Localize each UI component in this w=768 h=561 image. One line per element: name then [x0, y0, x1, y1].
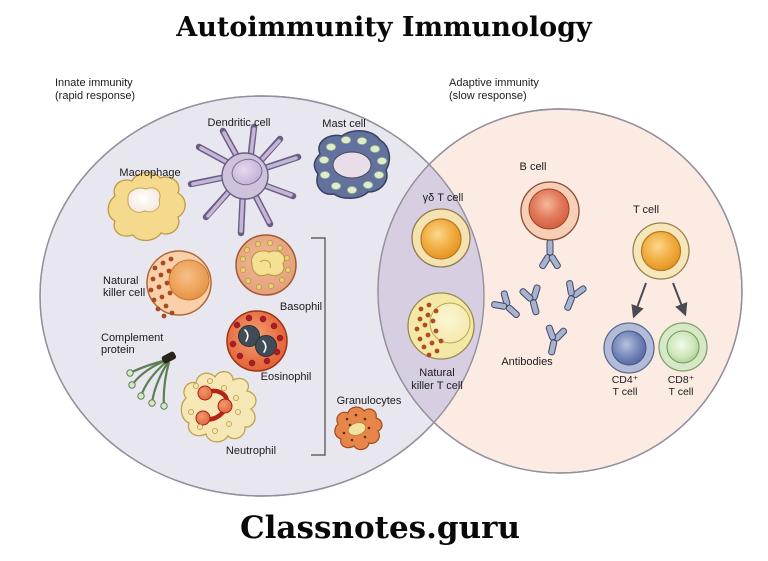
- adaptive-region-outline: [377, 108, 743, 474]
- innate-subheading: (rapid response): [55, 90, 135, 102]
- granulocytes-label: Granulocytes: [337, 395, 402, 407]
- antibodies-label: Antibodies: [501, 356, 553, 368]
- cd8-arrow: [672, 282, 688, 317]
- complement-protein: [126, 351, 177, 410]
- adaptive-heading: Adaptive immunity: [449, 77, 539, 89]
- natural-killer-t-cell: [407, 292, 475, 360]
- nk-label-line2: killer cell: [103, 287, 145, 299]
- cd8-label-line2: T cell: [669, 386, 694, 398]
- cd8-t-cell: [658, 322, 708, 372]
- cd4-label-line1: CD4⁺: [612, 374, 639, 386]
- neutrophil-label: Neutrophil: [226, 445, 276, 457]
- cd4-arrow: [631, 282, 647, 319]
- eosinophil-label: Eosinophil: [261, 371, 312, 383]
- dendritic-cell: [187, 123, 302, 237]
- page-title: Autoimmunity Immunology: [175, 12, 593, 43]
- gamma-delta-label: γδ T cell: [423, 192, 464, 204]
- cd8-label-line1: CD8⁺: [668, 374, 695, 386]
- cd4-label-line2: T cell: [613, 386, 638, 398]
- eosinophil-cell: [226, 310, 288, 372]
- region-headings: Innate immunity (rapid response) Adaptiv…: [55, 77, 539, 102]
- t-cell: [632, 222, 690, 280]
- complement-label-line1: Complement: [101, 332, 163, 344]
- granulocytes-bracket: [311, 237, 326, 456]
- venn-regions: [39, 95, 743, 497]
- basophil-label: Basophil: [280, 301, 322, 313]
- gamma-delta-t-cell: [411, 208, 471, 268]
- innate-region-outline: [39, 95, 485, 497]
- neutrophil-cell: [180, 370, 257, 443]
- adaptive-subheading: (slow response): [449, 90, 527, 102]
- complement-label-line2: protein: [101, 344, 135, 356]
- macrophage-cell: [107, 171, 186, 242]
- dendritic-label: Dendritic cell: [208, 117, 271, 129]
- b-cell-label: B cell: [520, 161, 547, 173]
- nkt-label-line2: killer T cell: [411, 380, 463, 392]
- granulocyte-cell: [334, 406, 383, 451]
- watermark: Classnotes.guru: [240, 510, 520, 546]
- mast-cell: [313, 130, 391, 199]
- b-cell: [520, 181, 580, 271]
- mast-label: Mast cell: [322, 118, 365, 130]
- nk-label-line1: Natural: [103, 275, 138, 287]
- t-cell-label: T cell: [633, 204, 659, 216]
- innate-heading: Innate immunity: [55, 77, 133, 89]
- cd4-t-cell: [603, 322, 655, 374]
- nkt-label-line1: Natural: [419, 367, 454, 379]
- macrophage-label: Macrophage: [119, 167, 180, 179]
- basophil-cell: [235, 234, 297, 296]
- natural-killer-cell: [146, 250, 212, 319]
